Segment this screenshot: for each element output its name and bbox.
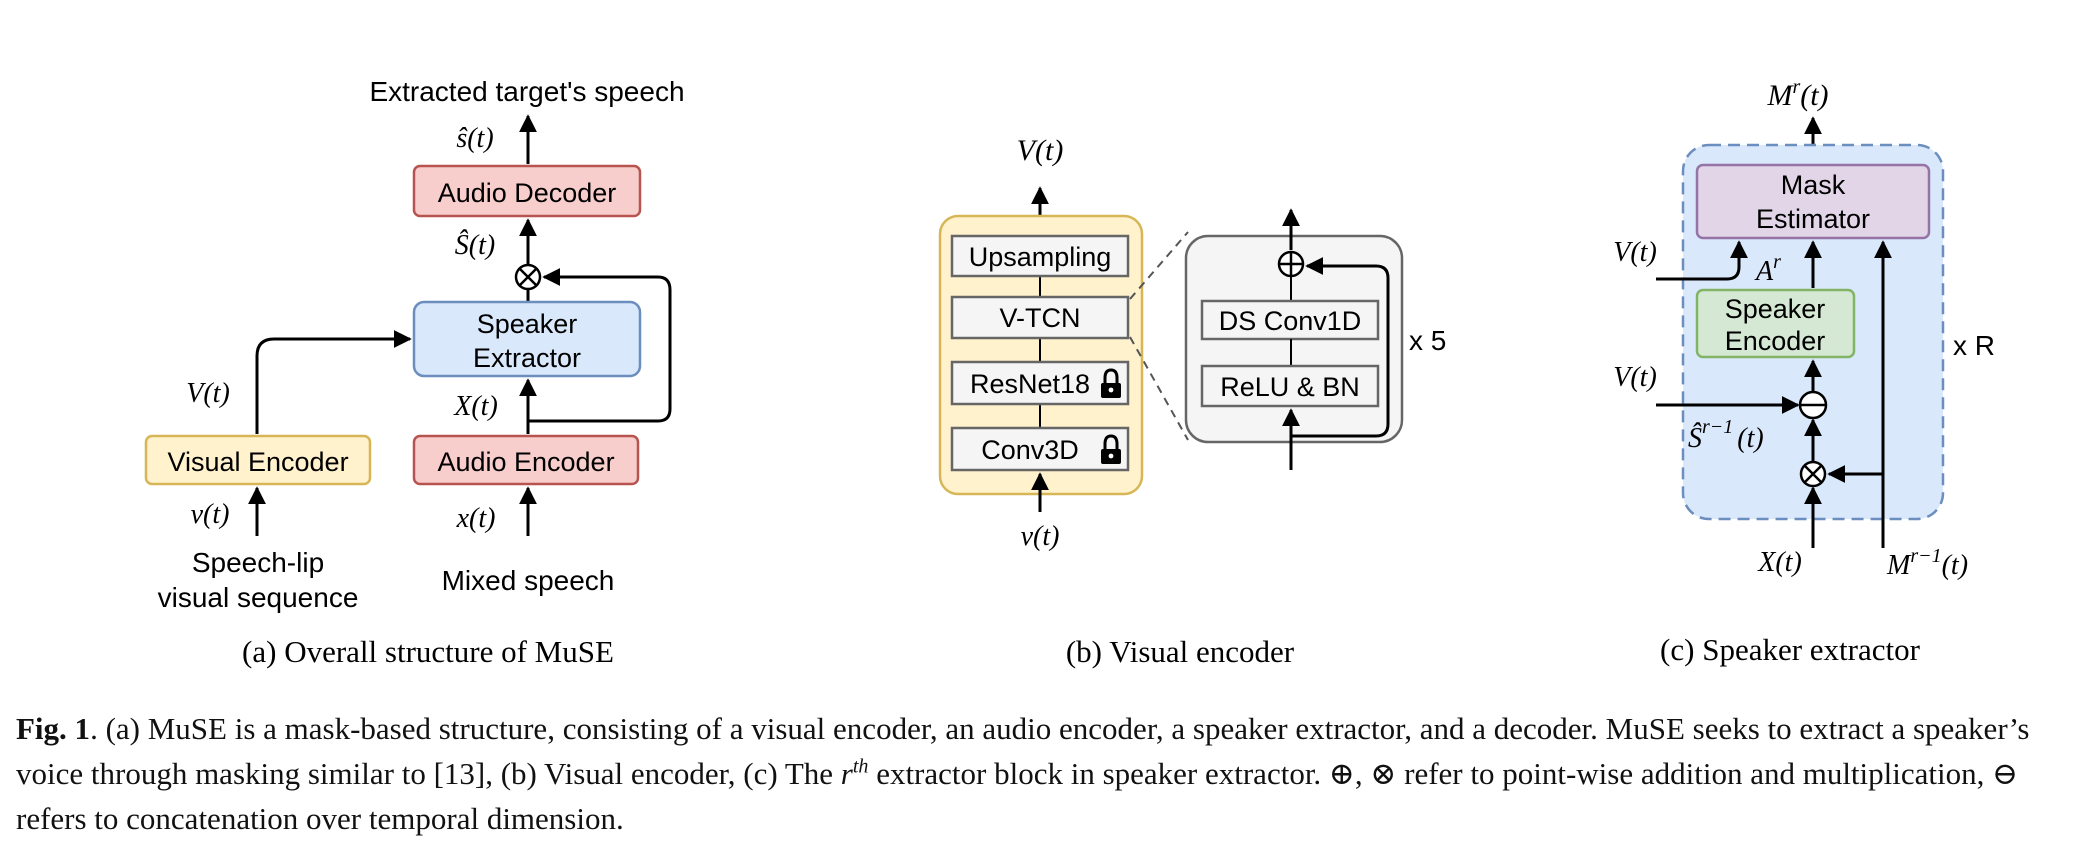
V-mid-label: V(t) (1613, 362, 1657, 393)
ds-conv-label: DS Conv1D (1219, 306, 1362, 336)
caption-r: r (840, 756, 853, 791)
M-prev-label: Mr−1(t) (1886, 545, 1968, 581)
panel-a: Extracted target's speech ŝ(t) Audio Dec… (144, 76, 685, 669)
vtcn-box (950, 295, 1130, 340)
multiply-circle-icon (514, 263, 542, 291)
visual-input-label-2: visual sequence (158, 582, 359, 613)
panel-c: Mr(t) Mask Estimator V(t) Ar Speaker Enc… (1613, 76, 1995, 667)
lock-icon (1101, 434, 1121, 464)
speaker-extractor-label-1: Speaker (477, 309, 578, 339)
panel-a-subtitle: (a) Overall structure of MuSE (242, 634, 614, 669)
visual-encoder-label: Visual Encoder (167, 447, 348, 477)
figure-caption: Fig. 1. (a) MuSE is a mask-based structu… (16, 706, 2080, 841)
V-output-label: V(t) (1017, 134, 1064, 167)
panel-b-subtitle: (b) Visual encoder (1066, 634, 1295, 669)
lock-icon (1101, 368, 1121, 398)
vtcn-label: V-TCN (1000, 303, 1081, 333)
V-label: V(t) (186, 378, 230, 409)
caption-text-1: . (a) MuSE is a mask-based structure, co… (16, 711, 2030, 791)
X-input-label: X(t) (1757, 547, 1802, 578)
speaker-encoder-box (1695, 288, 1856, 359)
repeat-5-label: x 5 (1409, 325, 1446, 356)
relu-bn-box (1200, 364, 1380, 408)
M-output-label: Mr(t) (1766, 76, 1828, 112)
concat-circle-icon (1798, 390, 1828, 420)
caption-th: th (852, 755, 869, 778)
plus-circle-icon (1277, 250, 1305, 278)
speaker-extractor-box (412, 300, 642, 378)
v-small-label: v(t) (191, 499, 230, 530)
relu-bn-label: ReLU & BN (1220, 372, 1360, 402)
resnet-box (950, 360, 1130, 406)
mask-estimator-label-1: Mask (1781, 170, 1846, 200)
multiply-circle-icon (1799, 460, 1827, 488)
output-label: Extracted target's speech (369, 76, 684, 107)
ds-conv-box (1200, 299, 1380, 341)
audio-encoder-box (412, 434, 640, 486)
panel-b: V(t) Upsampling V-TCN ResNet18 Conv3D v(… (938, 134, 1446, 669)
upsampling-label: Upsampling (969, 242, 1112, 272)
conv3d-label: Conv3D (981, 435, 1079, 465)
panel-c-subtitle: (c) Speaker extractor (1660, 632, 1921, 667)
s-hat-label: ŝ(t) (456, 123, 493, 154)
figure-diagrams: Extracted target's speech ŝ(t) Audio Dec… (144, 76, 1995, 669)
mask-estimator-box (1695, 163, 1931, 240)
x-small-label: x(t) (456, 503, 496, 534)
conv3d-box (950, 426, 1130, 472)
audio-input-label: Mixed speech (442, 565, 615, 596)
V-top-label: V(t) (1613, 237, 1657, 268)
S-hat-label: Ŝ(t) (455, 230, 495, 261)
audio-decoder-box (412, 164, 642, 218)
upsampling-box (950, 234, 1130, 278)
speaker-encoder-label-2: Encoder (1725, 326, 1826, 356)
repeat-R-label: x R (1953, 330, 1995, 361)
caption-text-2: extractor block in speaker extractor. ⊕,… (16, 756, 2019, 836)
visual-encoder-box (144, 434, 372, 486)
audio-decoder-label: Audio Decoder (438, 178, 617, 208)
speaker-extractor-label-2: Extractor (473, 343, 581, 373)
A-label: Ar (1754, 251, 1781, 287)
visual-input-label-1: Speech-lip (192, 547, 324, 578)
mask-estimator-label-2: Estimator (1756, 204, 1870, 234)
X-label: X(t) (453, 391, 498, 422)
v-input-label: v(t) (1021, 521, 1060, 552)
audio-encoder-label: Audio Encoder (437, 447, 614, 477)
caption-fig-label: Fig. 1 (16, 711, 91, 746)
S-hat-prev-label: Ŝr−1(t) (1688, 416, 1764, 454)
resnet-label: ResNet18 (970, 369, 1090, 399)
speaker-encoder-label-1: Speaker (1725, 294, 1826, 324)
